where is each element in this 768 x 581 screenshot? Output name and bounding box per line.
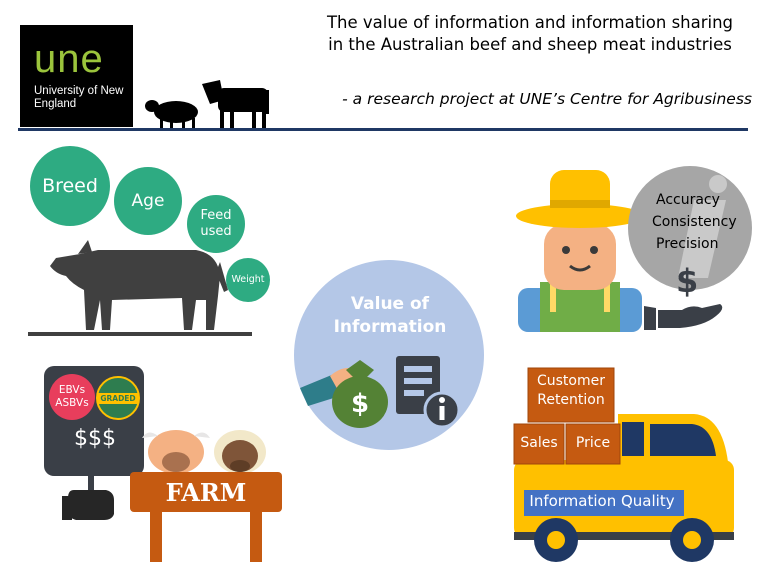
- dollar-sign: $: [676, 262, 699, 300]
- cow-icon: [202, 80, 269, 130]
- document-info-icon: [396, 356, 461, 429]
- sales-label: Sales: [520, 435, 558, 451]
- une-logo: une University of New England: [20, 25, 133, 127]
- hand-icon: [644, 304, 723, 330]
- cow-icon: [50, 240, 228, 330]
- information-quality-label: Information Quality: [529, 492, 675, 510]
- farm-label: FARM: [166, 478, 247, 507]
- information-quality-strip: [524, 490, 684, 516]
- cow-silhouette: [28, 240, 252, 336]
- sheep-cow-silhouettes: [145, 80, 269, 130]
- feed-bubble: Feed used: [187, 195, 245, 253]
- price-box: [565, 423, 621, 465]
- page-title: The value of information and information…: [300, 12, 760, 56]
- customer-retention-label: Customer Retention: [536, 373, 605, 408]
- hand-holding-sign-icon: [62, 474, 114, 520]
- feed-label: Feed used: [200, 208, 232, 239]
- sheep-icon: [145, 100, 198, 130]
- farmer-icon: [516, 170, 644, 332]
- bag-dollar: $: [351, 389, 369, 419]
- graded-badge: GRADED: [96, 376, 140, 420]
- title-line-2: in the Australian beef and sheep meat in…: [328, 35, 732, 54]
- farm-sign-board: [130, 472, 282, 512]
- weight-label: Weight: [231, 274, 265, 286]
- weight-bubble: Weight: [226, 258, 270, 302]
- breed-label: Breed: [42, 174, 98, 197]
- farmer-illustration: [516, 170, 644, 332]
- price-box-label: Price: [575, 435, 611, 451]
- accuracy-label: Accuracy: [656, 192, 720, 208]
- ebvs-label: EBVs: [58, 384, 86, 397]
- value-of-information-title: Value of Information: [333, 294, 447, 337]
- age-bubble: Age: [114, 167, 182, 235]
- title-line-1: The value of information and information…: [326, 13, 734, 32]
- truck-icon: [514, 414, 734, 562]
- logo-subtitle: University of New England: [34, 85, 124, 110]
- precision-label: Precision: [656, 236, 719, 252]
- money-bag-icon: $: [332, 360, 388, 428]
- info-watermark-icon: [678, 175, 727, 278]
- money-document-illustration: $: [300, 356, 461, 429]
- graded-label: GRADED: [98, 392, 138, 404]
- page-subtitle: - a research project at UNE’s Centre for…: [342, 90, 752, 108]
- age-label: Age: [131, 190, 165, 211]
- customer-retention-box: [527, 367, 615, 423]
- ground-line: [28, 332, 252, 336]
- cattle-heads-icon: [142, 430, 266, 474]
- delivery-truck-illustration: [513, 367, 734, 562]
- logo-mark: une: [34, 37, 104, 81]
- breed-bubble: Breed: [30, 146, 110, 226]
- header-rule: [18, 128, 748, 131]
- asbvs-label: ASBVs: [55, 397, 89, 409]
- consistency-label: Consistency: [652, 214, 737, 230]
- sales-box: [513, 423, 565, 465]
- ebvs-bubble: EBVs ASBVs: [49, 374, 95, 420]
- price-label: $$$: [74, 426, 116, 451]
- farm-sign-illustration: FARM: [130, 430, 282, 562]
